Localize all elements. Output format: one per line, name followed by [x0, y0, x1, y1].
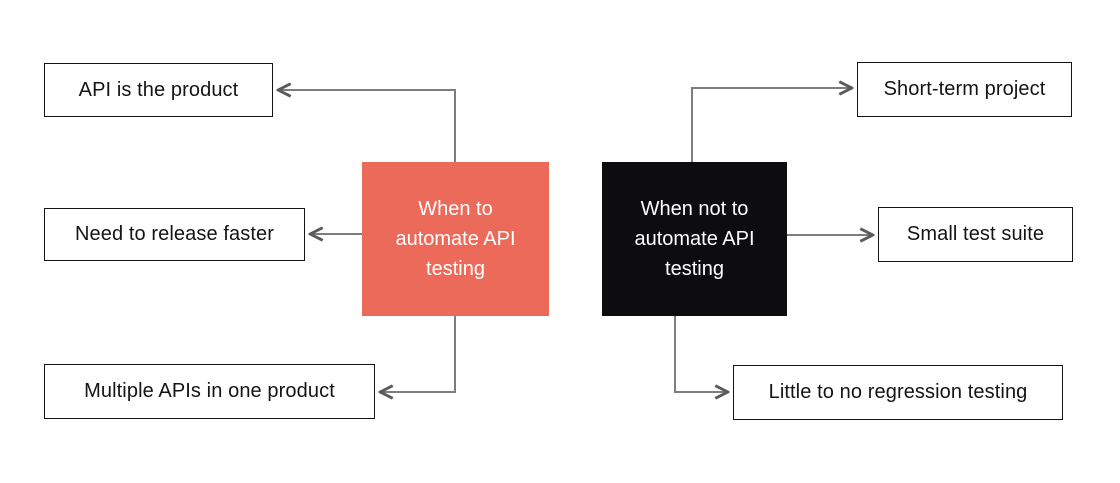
- leaf-box-little-to-no-regression-testing: Little to no regression testing: [733, 365, 1063, 420]
- leaf-box-short-term-project: Short-term project: [857, 62, 1072, 117]
- connector-right-bottom: [674, 316, 727, 392]
- leaf-box-need-to-release-faster: Need to release faster: [44, 208, 305, 261]
- connector-left-top: [279, 90, 456, 162]
- connector-right-top: [691, 88, 851, 162]
- center-node-when-to-automate: When to automate API testing: [362, 162, 549, 316]
- leaf-box-api-is-the-product: API is the product: [44, 63, 273, 117]
- center-node-label: When not to automate API testing: [634, 198, 755, 280]
- leaf-box-multiple-apis-in-one-product: Multiple APIs in one product: [44, 364, 375, 419]
- center-node-when-not-to-automate: When not to automate API testing: [602, 162, 787, 316]
- center-node-label: When to automate API testing: [395, 198, 516, 280]
- leaf-box-small-test-suite: Small test suite: [878, 207, 1073, 262]
- connector-left-bottom: [381, 316, 456, 392]
